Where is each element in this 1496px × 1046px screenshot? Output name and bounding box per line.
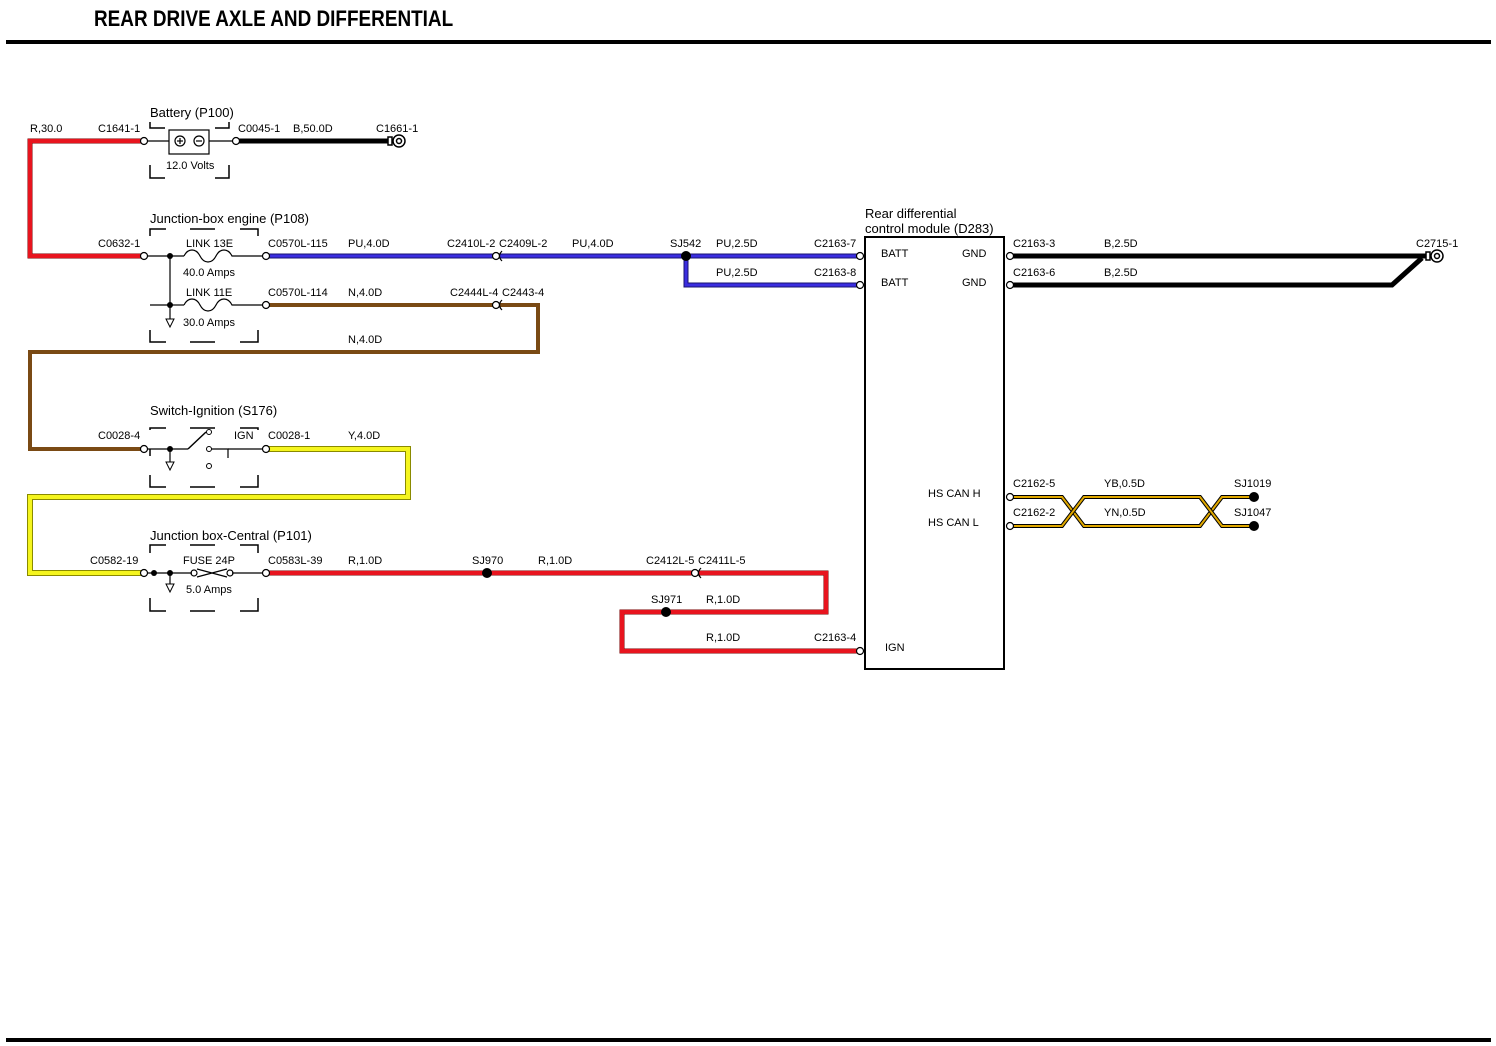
label-c0583l-39: C0583L-39 — [268, 555, 322, 567]
wire-pu25b — [684, 256, 860, 287]
label-c0570l-114: C0570L-114 — [268, 287, 328, 299]
wire-n4 — [28, 303, 540, 451]
module-name-line1: Rear differential — [865, 206, 957, 221]
label-c2410l-2: C2410L-2 — [447, 238, 495, 250]
wire-b25b — [1010, 256, 1424, 288]
module-pin-ign: IGN — [885, 642, 905, 654]
label-c2163-7: C2163-7 — [814, 238, 856, 250]
label-c0028-4: C0028-4 — [98, 430, 140, 442]
label-c2412l-5: C2412L-5 — [646, 555, 694, 567]
label-b50: B,50.0D — [293, 123, 333, 135]
connector-pins — [139, 136, 1015, 656]
component-names: Battery (P100) 12.0 Volts Junction-box e… — [150, 105, 994, 654]
module-pin-batt-1: BATT — [881, 248, 909, 260]
label-c2162-5: C2162-5 — [1013, 478, 1055, 490]
label-yb05: YB,0.5D — [1104, 478, 1145, 490]
label-c0570l-115: C0570L-115 — [268, 238, 328, 250]
switch-ignition-s176 — [144, 427, 266, 488]
splice-sj970 — [482, 568, 492, 578]
label-pu25-b: PU,2.5D — [716, 267, 758, 279]
label-n4-b: N,4.0D — [348, 334, 382, 346]
battery-p100 — [144, 122, 236, 179]
splice-sj971 — [661, 607, 671, 617]
module-pin-gnd-2: GND — [962, 277, 987, 289]
label-r1-b: R,1.0D — [538, 555, 572, 567]
label-y4: Y,4.0D — [348, 430, 380, 442]
switch-name: Switch-Ignition (S176) — [150, 403, 277, 418]
label-c2163-6: C2163-6 — [1013, 267, 1055, 279]
label-c2411l-5: C2411L-5 — [698, 555, 746, 567]
ground-eyelet-c2715-1 — [1425, 249, 1444, 263]
label-c2163-4: C2163-4 — [814, 632, 856, 644]
link-11e-rating: 30.0 Amps — [183, 317, 235, 329]
label-sj970: SJ970 — [472, 555, 503, 567]
label-c1641-1: C1641-1 — [98, 123, 140, 135]
label-pu4-b: PU,4.0D — [572, 238, 614, 250]
label-b25-b: B,2.5D — [1104, 267, 1138, 279]
wire-r30 — [28, 139, 144, 258]
label-r1-d: R,1.0D — [706, 632, 740, 644]
link-13e-label: LINK 13E — [186, 238, 233, 250]
label-c0632-1: C0632-1 — [98, 238, 140, 250]
splice-sj1019 — [1249, 492, 1259, 502]
label-c0045-1: C0045-1 — [238, 123, 280, 135]
jb-central-node-1 — [167, 570, 173, 576]
label-pu4-a: PU,4.0D — [348, 238, 390, 250]
label-r30: R,30.0 — [30, 123, 62, 135]
fuse-24p-label: FUSE 24P — [183, 555, 235, 567]
label-r1-a: R,1.0D — [348, 555, 382, 567]
label-pu25-a: PU,2.5D — [716, 238, 758, 250]
jb-engine-node-1 — [167, 253, 173, 259]
ground-eyelet-c1661-1 — [387, 134, 406, 148]
splice-sj542 — [681, 251, 691, 261]
label-yn05: YN,0.5D — [1104, 507, 1146, 519]
label-c2162-2: C2162-2 — [1013, 507, 1055, 519]
label-c2443-4: C2443-4 — [502, 287, 544, 299]
label-b25-a: B,2.5D — [1104, 238, 1138, 250]
battery-rating: 12.0 Volts — [166, 160, 215, 172]
module-name-line2: control module (D283) — [865, 221, 994, 236]
label-sj542: SJ542 — [670, 238, 701, 250]
label-c2163-8: C2163-8 — [814, 267, 856, 279]
label-sj971: SJ971 — [651, 594, 682, 606]
label-r1-c: R,1.0D — [706, 594, 740, 606]
label-c2163-3: C2163-3 — [1013, 238, 1055, 250]
module-pin-can-h: HS CAN H — [928, 488, 981, 500]
link-13e-rating: 40.0 Amps — [183, 267, 235, 279]
switch-node — [167, 446, 173, 452]
fuse-24p-rating: 5.0 Amps — [186, 584, 232, 596]
module-pin-gnd-1: GND — [962, 248, 987, 260]
label-c0582-19: C0582-19 — [90, 555, 138, 567]
top-rule — [6, 40, 1491, 44]
module-pin-can-l: HS CAN L — [928, 517, 979, 529]
wire-y4 — [28, 447, 410, 575]
wire-labels: R,30.0 C1641-1 C0045-1 B,50.0D C1661-1 C… — [30, 123, 1458, 644]
jb-central-node-2 — [151, 570, 157, 576]
jb-central-name: Junction box-Central (P101) — [150, 528, 312, 543]
label-n4-a: N,4.0D — [348, 287, 382, 299]
wire-r1 — [266, 571, 860, 653]
switch-ign-pin: IGN — [234, 430, 254, 442]
bottom-rule — [6, 1038, 1491, 1042]
can-twisted-pair — [1010, 495, 1254, 528]
splice-sj1047 — [1249, 521, 1259, 531]
label-sj1019: SJ1019 — [1234, 478, 1271, 490]
label-c2409l-2: C2409L-2 — [499, 238, 547, 250]
inline-connector-marks — [498, 250, 702, 579]
label-sj1047: SJ1047 — [1234, 507, 1271, 519]
label-c0028-1: C0028-1 — [268, 430, 310, 442]
rear-diff-module-box — [864, 236, 1005, 670]
module-pin-batt-2: BATT — [881, 277, 909, 289]
jb-engine-node-2 — [167, 302, 173, 308]
jb-engine-name: Junction-box engine (P108) — [150, 211, 309, 226]
wires — [27, 138, 1428, 654]
label-c2444l-4: C2444L-4 — [450, 287, 498, 299]
link-11e-label: LINK 11E — [186, 287, 232, 299]
label-c1661-1: C1661-1 — [376, 123, 418, 135]
battery-name: Battery (P100) — [150, 105, 234, 120]
label-c2715-1: C2715-1 — [1416, 238, 1458, 250]
page-title: REAR DRIVE AXLE AND DIFFERENTIAL — [94, 6, 454, 31]
